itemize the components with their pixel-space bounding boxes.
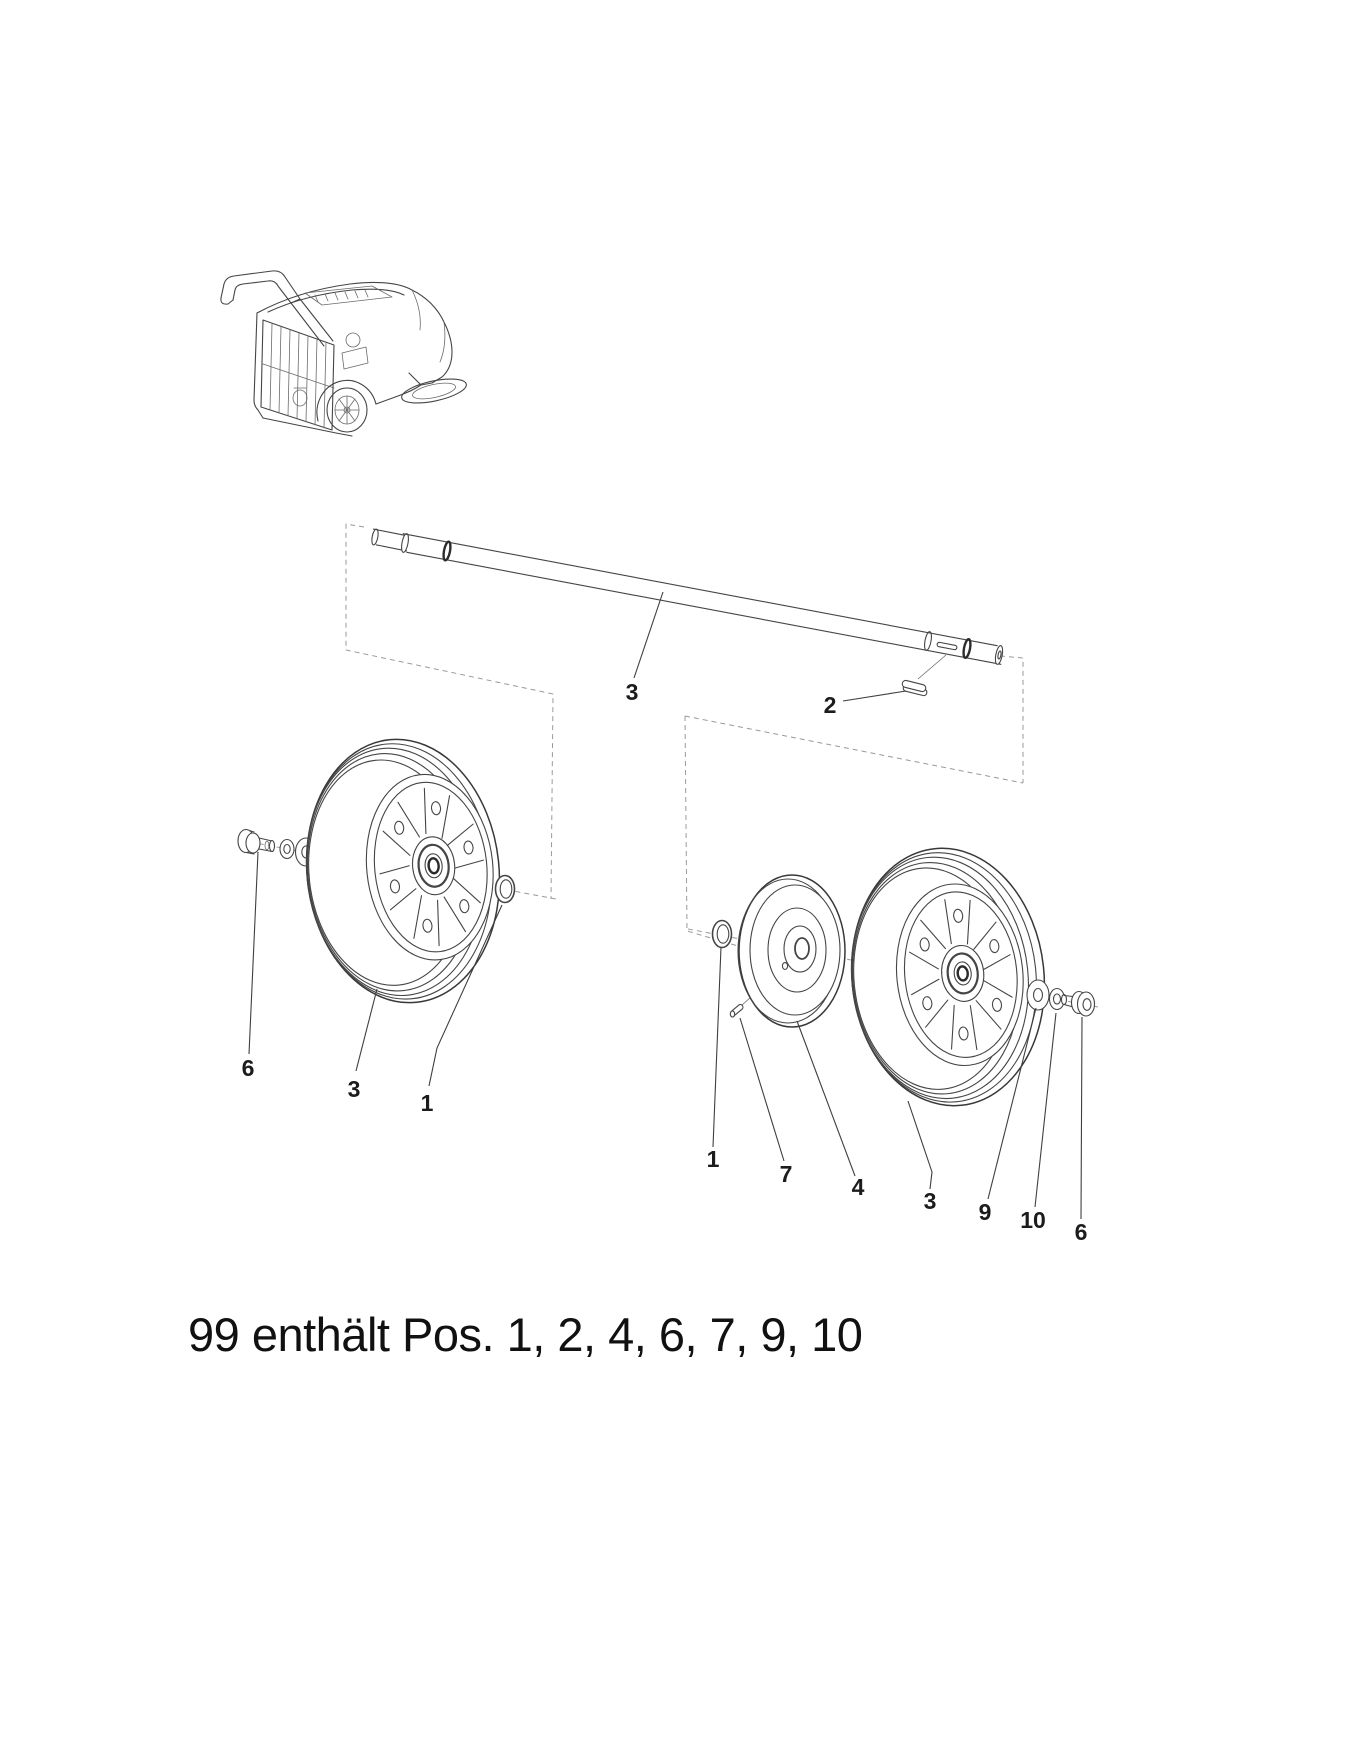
right-wheel-group [711, 847, 1096, 1107]
callout-left-6: 6 [242, 1055, 255, 1081]
right-pulley [737, 874, 846, 1028]
left-lock-ring [494, 874, 516, 904]
leader-key-to-slot [917, 654, 947, 680]
machine-thumbnail [220, 270, 467, 437]
figure-caption: 99 enthält Pos. 1, 2, 4, 6, 7, 9, 10 [188, 1308, 863, 1361]
left-wheel-group [237, 738, 516, 1004]
leader-right-9 [987, 1007, 1037, 1200]
leader-right-6 [1080, 1016, 1083, 1220]
left-wheel [305, 738, 501, 1004]
callout-right-9: 9 [979, 1199, 992, 1225]
right-axle-bolt [1060, 990, 1096, 1017]
callout-left-3: 3 [348, 1076, 361, 1102]
callout-right-10: 10 [1020, 1207, 1046, 1233]
left-construction-plane [345, 523, 554, 900]
leader-left-6 [248, 851, 259, 1055]
axle-key [901, 679, 928, 697]
right-wheel [850, 847, 1046, 1107]
axle-shaft [371, 528, 1004, 665]
right-construction-plane-top [684, 715, 1024, 784]
right-wheel-holes [919, 908, 1003, 1041]
callout-right-1: 1 [707, 1146, 720, 1172]
leader-right-7 [739, 1017, 785, 1162]
leader-right-3 [907, 1100, 933, 1190]
leader-left-3 [355, 988, 378, 1072]
leader-key-2 [842, 690, 907, 702]
right-lock-ring [711, 919, 733, 949]
leader-left-1 [428, 904, 503, 1087]
callout-right-7: 7 [780, 1161, 793, 1187]
callout-right-4: 4 [852, 1174, 865, 1200]
left-axle-bolt [237, 828, 276, 855]
left-washer-small [279, 838, 295, 860]
right-construction-plane-edge [999, 655, 1024, 783]
leader-right-10 [1034, 1012, 1057, 1208]
callout-labels: 3 2 6 3 1 1 7 4 3 9 10 6 [242, 679, 1088, 1245]
right-washer-large [1026, 979, 1050, 1011]
callout-left-1: 1 [421, 1090, 434, 1116]
leader-axle-3 [633, 591, 664, 679]
callout-right-6: 6 [1075, 1219, 1088, 1245]
right-construction-plane-left [684, 715, 739, 947]
callout-right-3: 3 [924, 1188, 937, 1214]
leader-right-4 [796, 1020, 856, 1177]
axle-keyway-slot [936, 641, 958, 651]
right-wheel-spokes [909, 899, 1013, 1051]
left-wheel-spokes [379, 787, 484, 947]
callout-key-2: 2 [824, 692, 837, 718]
callout-axle-3: 3 [626, 679, 639, 705]
leader-lines [248, 591, 1083, 1220]
left-wheel-holes [389, 801, 474, 933]
leader-right-1 [712, 946, 722, 1148]
